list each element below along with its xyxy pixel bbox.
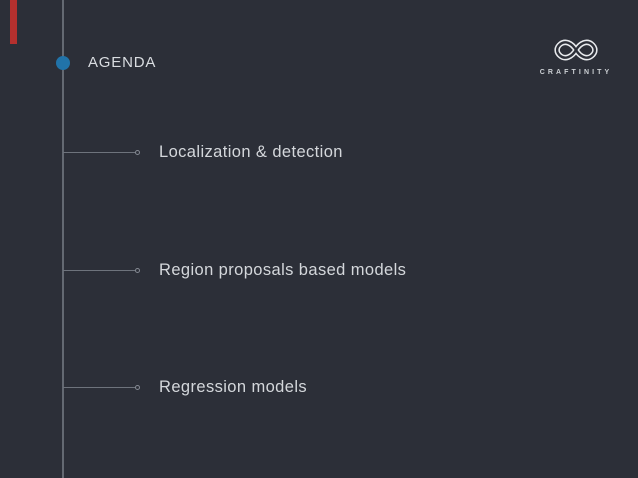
agenda-item-label: Localization & detection [159,143,343,161]
connector-end-dot [135,267,140,273]
connector-end-dot [135,149,140,155]
item-connector-line [63,152,135,153]
item-connector-line [63,387,135,388]
agenda-item: Regression models [0,375,638,399]
logo-wordmark: CRAFTINITY [539,69,613,76]
agenda-item-label: Region proposals based models [159,261,407,279]
agenda-item: Localization & detection [0,140,638,164]
timeline-vertical-line [62,0,64,478]
agenda-item: Region proposals based models [0,258,638,282]
slide-title: AGENDA [88,54,157,71]
item-connector-line [63,270,135,271]
connector-end-dot [135,384,140,390]
craftinity-logo: CRAFTINITY [536,36,616,76]
infinity-loops-icon [554,39,598,61]
agenda-item-label: Regression models [159,378,308,396]
agenda-bullet-dot [56,56,70,70]
red-accent-bar [10,0,17,44]
